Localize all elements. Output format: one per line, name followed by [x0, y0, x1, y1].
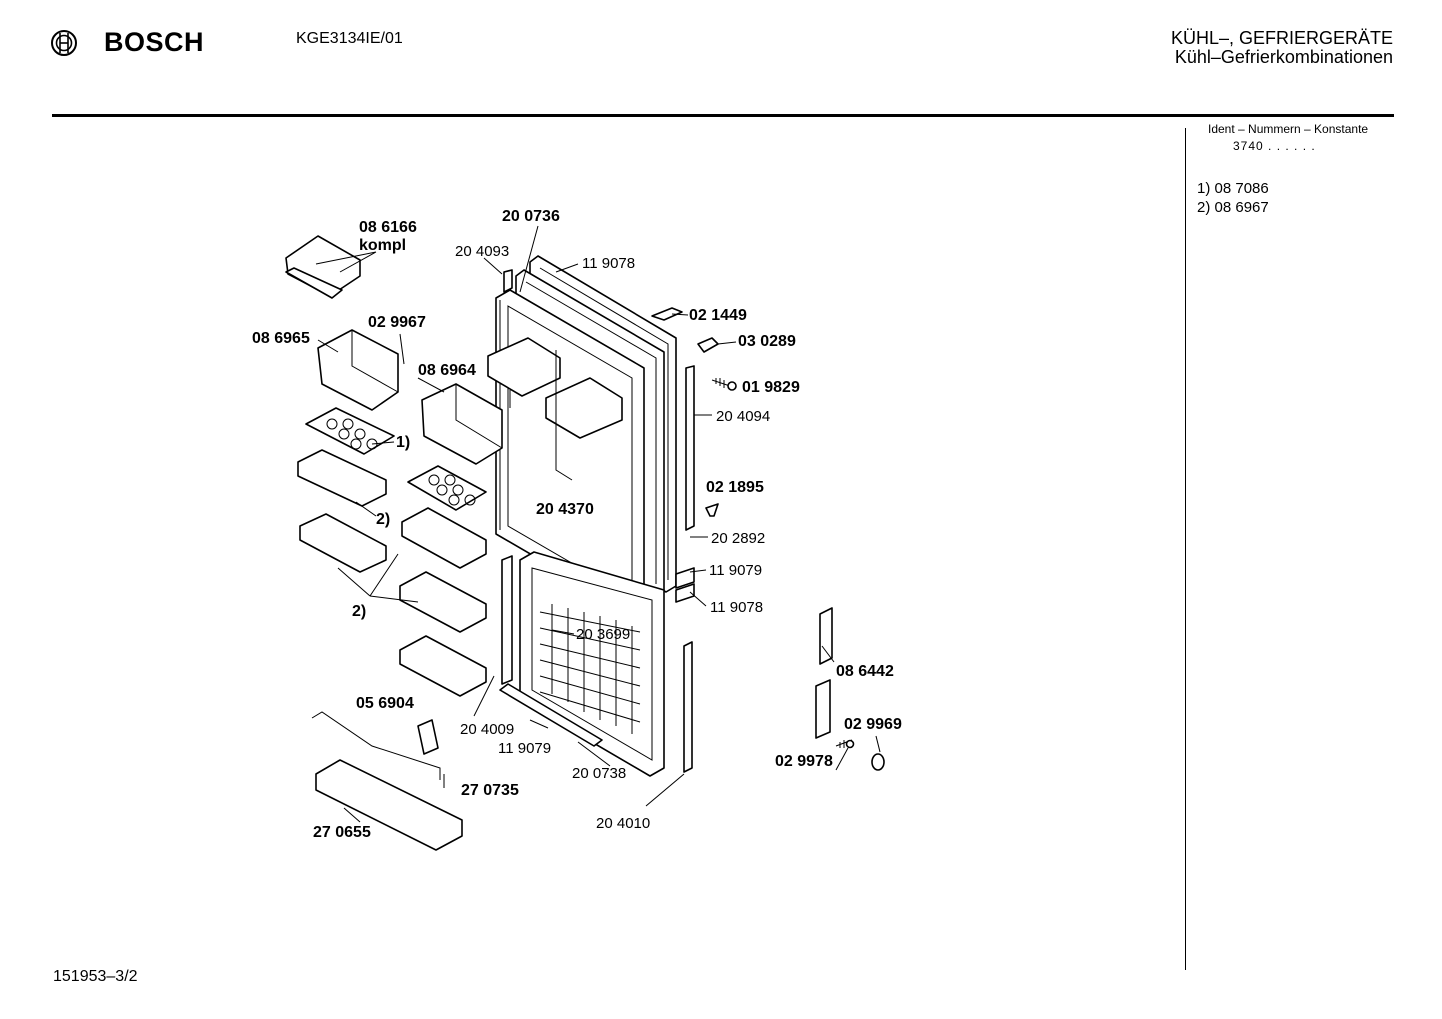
- ident-label: Ident – Nummern – Konstante: [1208, 122, 1369, 136]
- drawing-code: 151953–3/2: [53, 968, 138, 985]
- label-20-4370: 20 4370: [536, 501, 594, 518]
- label-note-2-lower: 2): [352, 603, 366, 620]
- label-08-6965: 08 6965: [252, 330, 310, 347]
- label-27-0655: 27 0655: [313, 824, 371, 841]
- sidebar-divider: [1185, 128, 1186, 970]
- shelf-rail-and-clip: [311, 711, 441, 780]
- hinge-small-parts: [651, 307, 885, 771]
- label-20-0736: 20 0736: [502, 208, 560, 225]
- label-11-9079-right: 11 9079: [709, 562, 762, 579]
- label-08-6166: 08 6166: [359, 219, 417, 236]
- upper-bin-left: [317, 329, 399, 411]
- category-subtitle: Kühl–Gefrierkombinationen: [1174, 47, 1393, 67]
- label-02-9969: 02 9969: [844, 716, 902, 733]
- door-shelves: [297, 449, 487, 851]
- header-divider: [52, 114, 1394, 117]
- ident-value: 3740 . . . . . .: [1233, 139, 1316, 153]
- door-bars: [499, 269, 695, 773]
- label-08-6442: 08 6442: [836, 663, 894, 680]
- butter-compartment: [285, 235, 361, 299]
- label-20-0738: 20 0738: [572, 765, 626, 782]
- label-note-2-upper: 2): [376, 511, 390, 528]
- category-title: KÜHL–, GEFRIERGERÄTE: [1170, 28, 1393, 48]
- exploded-parts-diagram: 08 6166 kompl 20 0736 20 4093 11 9078 02…: [252, 208, 902, 851]
- footnote-1: 1) 08 7086: [1197, 180, 1269, 197]
- label-02-9967: 02 9967: [368, 314, 426, 331]
- label-01-9829: 01 9829: [742, 379, 800, 396]
- label-11-9078-right: 11 9078: [710, 599, 763, 616]
- label-02-1895: 02 1895: [706, 479, 764, 496]
- label-02-1449: 02 1449: [689, 307, 747, 324]
- label-05-6904: 05 6904: [356, 695, 414, 712]
- label-20-4093: 20 4093: [455, 243, 509, 260]
- leader-lines: [315, 225, 881, 823]
- label-11-9078-top: 11 9078: [582, 255, 635, 272]
- label-27-0735: 27 0735: [461, 782, 519, 799]
- label-kompl: kompl: [359, 237, 406, 254]
- label-note-1: 1): [396, 434, 410, 451]
- label-11-9079-bottom: 11 9079: [498, 740, 551, 757]
- footnote-2: 2) 08 6967: [1197, 199, 1269, 216]
- label-03-0289: 03 0289: [738, 333, 796, 350]
- label-20-4009: 20 4009: [460, 721, 514, 738]
- label-20-2892: 20 2892: [711, 530, 765, 547]
- brand-name: BOSCH: [104, 27, 205, 57]
- part-labels: 08 6166 kompl 20 0736 20 4093 11 9078 02…: [252, 208, 902, 841]
- upper-bin-right: [421, 383, 503, 465]
- bosch-logo-icon: [51, 30, 77, 56]
- label-20-4010: 20 4010: [596, 815, 650, 832]
- label-20-3699: 20 3699: [576, 626, 630, 643]
- model-number: KGE3134IE/01: [296, 30, 403, 47]
- egg-tray-left: [305, 407, 395, 455]
- label-08-6964: 08 6964: [418, 362, 476, 379]
- egg-tray-right: [407, 465, 487, 511]
- label-20-4094: 20 4094: [716, 408, 770, 425]
- label-02-9978: 02 9978: [775, 753, 833, 770]
